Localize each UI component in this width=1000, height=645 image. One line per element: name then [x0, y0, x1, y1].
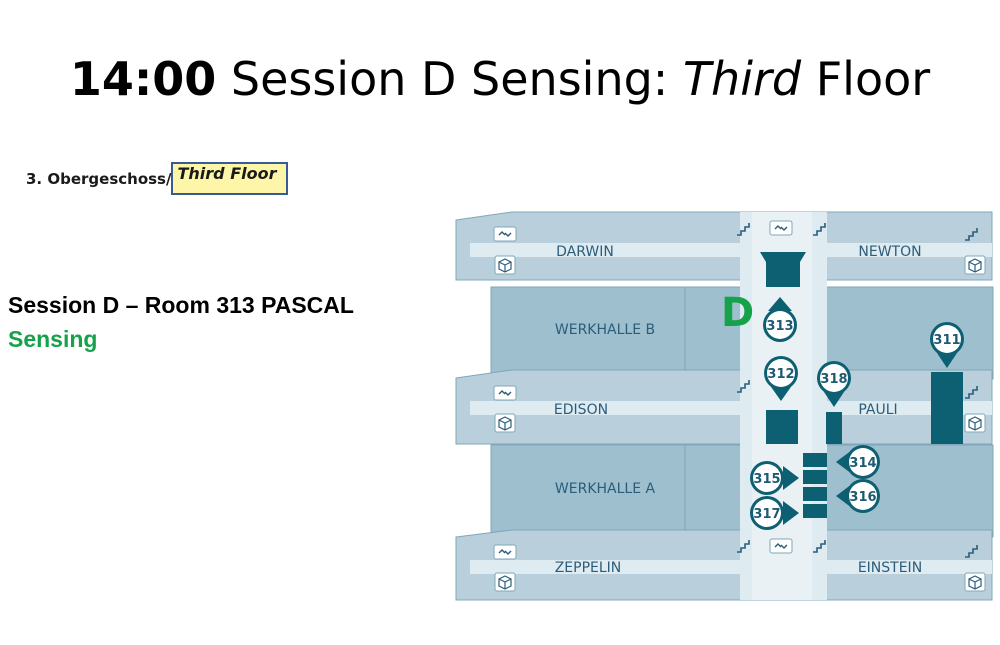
room-317-block	[803, 504, 827, 518]
room-darwin: DARWIN	[556, 244, 614, 260]
session-letter-marker: D	[721, 290, 754, 336]
pin-318[interactable]: 318	[817, 361, 851, 407]
session-room-line: Session D – Room 313 PASCAL	[8, 292, 354, 318]
pin-316[interactable]: 316	[836, 479, 880, 513]
room-315-block	[803, 470, 827, 484]
room-312-block	[766, 410, 798, 444]
pin-315[interactable]: 315	[750, 461, 799, 495]
room-zeppelin: ZEPPELIN	[555, 560, 622, 576]
session-info: Session D – Room 313 PASCAL Sensing	[8, 288, 354, 356]
session-topic-line: Sensing	[8, 326, 98, 352]
title-part2: Floor	[815, 52, 931, 106]
pin-311-label: 311	[933, 333, 960, 348]
pin-317[interactable]: 317	[750, 496, 799, 530]
title-time: 14:00	[69, 52, 217, 106]
room-311-block	[931, 372, 963, 444]
pin-314-label: 314	[849, 456, 876, 471]
room-einstein: EINSTEIN	[858, 560, 922, 576]
room-316-block	[803, 487, 827, 501]
pin-315-label: 315	[753, 472, 780, 487]
room-pauli: PAULI	[858, 402, 897, 418]
title-part1: Session D Sensing:	[230, 52, 683, 106]
room-318-block	[826, 412, 842, 444]
floor-label-slash: /	[166, 170, 172, 188]
floor-label-english: Third Floor	[171, 162, 289, 195]
floor-label-german: 3. Obergeschoss	[26, 170, 166, 188]
pin-312[interactable]: 312	[764, 356, 798, 401]
room-werkhalle-a: WERKHALLE A	[555, 481, 656, 497]
pin-316-label: 316	[849, 490, 876, 505]
pin-313-label: 313	[766, 319, 793, 334]
title-italic: Third	[682, 52, 802, 106]
page-title: 14:00 Session D Sensing: Third Floor	[0, 52, 1000, 106]
room-werkhalle-b: WERKHALLE B	[555, 322, 655, 338]
room-edison: EDISON	[554, 402, 608, 418]
floor-label: 3. Obergeschoss/Third Floor	[26, 162, 289, 195]
room-314-block	[803, 453, 827, 467]
pin-317-label: 317	[753, 507, 780, 522]
room-newton: NEWTON	[858, 244, 921, 260]
pin-311[interactable]: 311	[930, 322, 964, 368]
pin-318-label: 318	[820, 372, 847, 387]
pin-313[interactable]: 313	[763, 297, 797, 342]
pin-312-label: 312	[767, 367, 794, 382]
room-313-block	[760, 252, 806, 287]
pin-314[interactable]: 314	[836, 445, 880, 479]
